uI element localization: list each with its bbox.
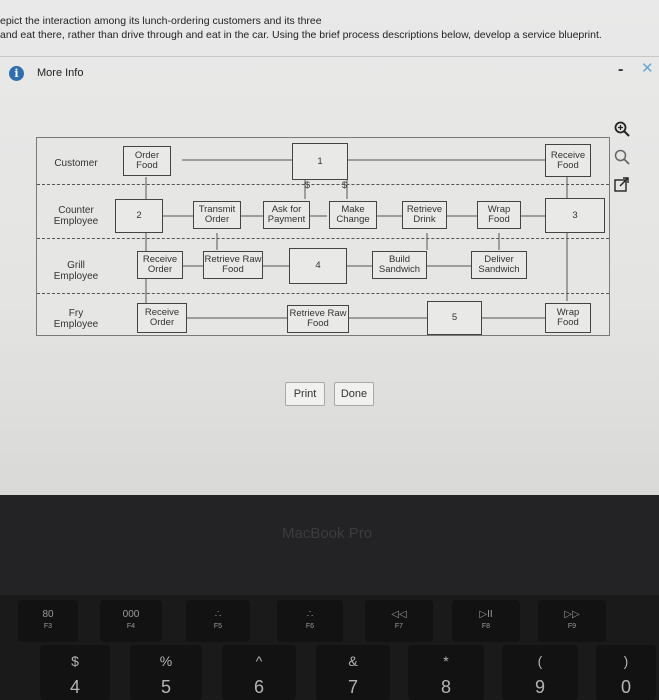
laptop-brand-label: MacBook Pro: [282, 525, 373, 542]
more-info-title: More Info: [37, 67, 84, 79]
question-line-1: epict the interaction among its lunch-or…: [0, 15, 322, 27]
line-of-visibility: [37, 238, 609, 239]
box-transmit-order: Transmit Order: [193, 201, 241, 229]
box-retrieve-drink: Retrieve Drink: [402, 201, 447, 229]
lane-label-counter-employee: Counter Employee: [53, 205, 99, 227]
key-symbol: *: [443, 653, 449, 669]
key-digit: 0: [620, 677, 631, 697]
box-deliver-sandwich: Deliver Sandwich: [471, 251, 527, 279]
play-pause-icon: ▷II: [479, 609, 493, 620]
box-blank-4[interactable]: 4: [289, 248, 347, 284]
key-label: F3: [43, 623, 53, 630]
box-blank-1[interactable]: 1: [292, 143, 348, 180]
key-f5[interactable]: ∴ F5: [186, 600, 250, 642]
box-blank-2[interactable]: 2: [115, 199, 163, 233]
key-4[interactable]: $4: [40, 645, 110, 700]
box-receive-order-grill: Receive Order: [137, 251, 183, 279]
box-wrap-food-counter: Wrap Food: [477, 201, 521, 229]
line-of-interaction: [37, 184, 609, 185]
box-ask-for-payment: Ask for Payment: [263, 201, 310, 229]
key-symbol: (: [537, 653, 543, 669]
line-of-internal-interaction: [37, 293, 609, 294]
zoom-in-icon[interactable]: [613, 120, 631, 138]
box-retrieve-raw-food-grill: Retrieve Raw Food: [203, 251, 263, 279]
box-wrap-food-fry: Wrap Food: [545, 303, 591, 333]
box-build-sandwich: Build Sandwich: [372, 251, 427, 279]
key-9[interactable]: (9: [502, 645, 578, 700]
mission-control-icon: 80: [42, 609, 54, 620]
key-digit: 6: [253, 677, 264, 697]
zoom-out-icon[interactable]: [613, 148, 631, 166]
launchpad-icon: 000: [122, 609, 140, 620]
key-label: F7: [394, 623, 404, 630]
key-f9[interactable]: ▷▷ F9: [538, 600, 606, 642]
question-line-2: and eat there, rather than drive through…: [0, 29, 602, 41]
box-make-change: Make Change: [329, 201, 377, 229]
key-digit: 4: [69, 677, 80, 697]
key-f7[interactable]: ◁◁ F7: [365, 600, 433, 642]
key-digit: 5: [160, 677, 171, 697]
box-blank-5[interactable]: 5: [427, 301, 482, 335]
box-receive-order-fry: Receive Order: [137, 303, 187, 333]
key-symbol: $: [71, 653, 79, 669]
blueprint-connectors: $ $: [145, 159, 568, 319]
key-label: F9: [567, 623, 577, 630]
minimize-icon[interactable]: -: [618, 61, 624, 78]
payment-money-1: $: [305, 180, 310, 190]
popout-icon[interactable]: [613, 176, 631, 194]
key-symbol: ^: [255, 653, 263, 669]
fast-forward-icon: ▷▷: [564, 609, 580, 620]
key-label: F8: [481, 623, 491, 630]
key-f8[interactable]: ▷II F8: [452, 600, 520, 642]
key-symbol: %: [159, 653, 173, 669]
box-receive-food: Receive Food: [545, 144, 591, 177]
keyboard-light-up-icon: ∴: [306, 609, 314, 620]
close-icon[interactable]: ✕: [641, 60, 654, 77]
info-icon: i: [9, 66, 24, 81]
key-label: F6: [305, 623, 315, 630]
rewind-icon: ◁◁: [391, 609, 407, 620]
browser-screen: epict the interaction among its lunch-or…: [0, 0, 659, 495]
key-f6[interactable]: ∴ F6: [277, 600, 343, 642]
key-6[interactable]: ^6: [222, 645, 296, 700]
more-info-header: i More Info - ✕: [0, 57, 659, 89]
key-8[interactable]: *8: [408, 645, 484, 700]
box-blank-3[interactable]: 3: [545, 198, 605, 233]
print-button[interactable]: Print: [285, 382, 325, 406]
key-digit: 9: [534, 677, 545, 697]
divider: [0, 56, 659, 57]
lane-label-grill-employee: Grill Employee: [53, 260, 99, 282]
key-5[interactable]: %5: [130, 645, 202, 700]
box-retrieve-raw-food-fry: Retrieve Raw Food: [287, 305, 349, 333]
key-0[interactable]: )0: [596, 645, 656, 700]
keyboard-light-down-icon: ∴: [214, 609, 222, 620]
lane-label-customer: Customer: [54, 158, 98, 169]
key-digit: 8: [440, 677, 451, 697]
key-symbol: &: [348, 653, 358, 669]
payment-money-2: $: [342, 180, 347, 190]
done-button[interactable]: Done: [334, 382, 374, 406]
key-symbol: ): [623, 653, 629, 669]
key-digit: 7: [347, 677, 358, 697]
box-order-food: Order Food: [123, 146, 171, 176]
lane-label-fry-employee: Fry Employee: [53, 308, 99, 330]
service-blueprint-diagram: $ $ Customer Counter Employee Grill Empl…: [36, 137, 610, 336]
question-text: epict the interaction among its lunch-or…: [0, 14, 602, 42]
key-label: F5: [213, 623, 223, 630]
key-7[interactable]: &7: [316, 645, 390, 700]
key-label: F4: [126, 623, 136, 630]
